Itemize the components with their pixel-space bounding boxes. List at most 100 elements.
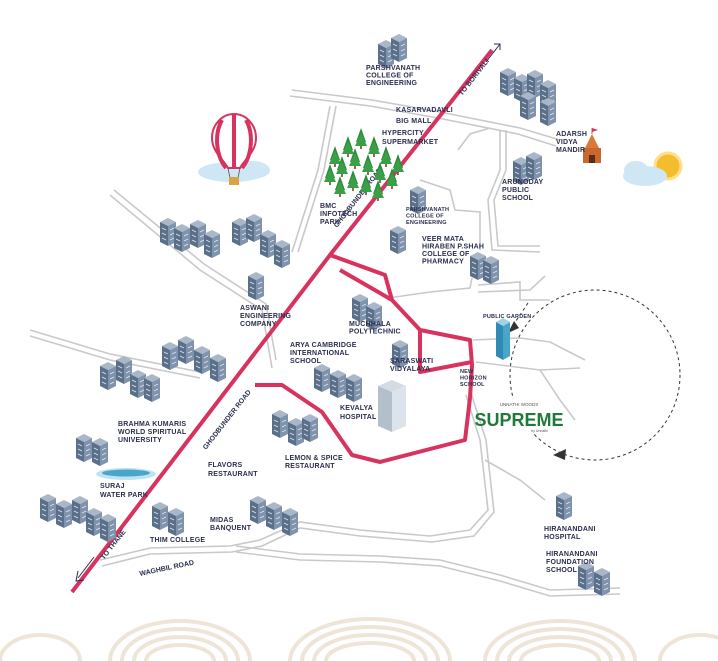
landmark-label-line: VEER MATA [422,236,464,243]
landmark-label-line: SCHOOL [290,358,322,365]
landmark-label-line: VIDYALAYA [390,366,430,373]
landmark-label-line: BANQUENT [210,525,252,532]
landmark-label: THIM COLLEGE [150,537,205,544]
landmark-label-line: SARASWATI [390,358,433,365]
landmark-label: FLAVORS RESTAURANT [208,462,258,478]
landmark-label-line: UNIVERSITY [118,437,162,444]
tower-icon [496,318,510,360]
landmark-label-line: MUCHHALA [349,321,391,328]
landmark-label-line: HOSPITAL [340,414,377,421]
landmark-label-line: HOSPITAL [544,534,581,541]
landmark-label-line: KEVALYA [340,405,373,412]
landmark-label-line: SCHOOL [460,382,485,388]
pool-icon [96,468,156,480]
landmark-label-line: ENGINEERING [240,313,292,320]
landmark-label-line: ADARSH [556,131,587,138]
landmark-label: PUBLIC GARDEN [483,314,531,320]
project-logo: UNNATHI WOODS SUPREME by Unnathi [474,398,564,434]
landmark-label-line: SCHOOL [546,567,578,574]
main-roads [70,48,494,594]
landmark-label-line: HYPERCITY [382,130,424,137]
decorative-waves [0,617,718,661]
landmark-label-line: ENGINEERING [366,80,418,87]
landmark-label-line: HORIZON [460,376,487,382]
landmark-label-line: HIRANANDANI [546,551,598,558]
landmark-label-line: INFOTECH [320,211,357,218]
landmark-label-line: BMC [320,203,337,210]
landmark-label-line: VIDYA [556,139,578,146]
landmark-label-line: SCHOOL [502,195,534,202]
landmark-label-line: NEW [460,369,474,375]
landmark-label-line: COLLEGE OF [422,251,470,258]
landmark-label-line: THIM COLLEGE [150,537,205,544]
landmark-label-line: KASARVADAVLI [396,107,453,114]
landmark-label-line: MIDAS [210,517,234,524]
project-highlight-circle [508,289,681,461]
landmark-label-line: INTERNATIONAL [290,350,350,357]
landmark-label-line: RESTAURANT [285,463,335,470]
temple-icon [583,128,601,163]
landmark-label-line: COLLEGE OF [406,214,444,220]
landmark-label-line: POLYTECHNIC [349,329,401,336]
landmark-label-line: PARK [320,219,340,226]
project-logo-name: SUPREME [474,410,563,430]
landmark-label-line: PHARMACY [422,259,464,266]
road-label-waghbil: WAGHBIL ROAD [139,560,195,578]
landmark-label-line: FOUNDATION [546,559,594,566]
landmark-label-line: ARUNODAY [502,179,544,186]
sun-icon [623,151,683,186]
landmark-label-line: COMPANY [240,321,277,328]
road-label-to-borivali: TO BORIVALI [458,58,491,97]
landmark-label-line: PUBLIC GARDEN [483,314,531,320]
landmark-label-line: SURAJ [100,483,125,490]
landmark-label-line: FLAVORS [208,462,242,469]
road-label-ghodbunder-lower: GHODBUNDER ROAD [202,389,253,451]
landmark-label-line: MANDIR [556,147,585,154]
project-logo-tagline: by Unnathi [531,429,548,433]
landmark-label: HYPERCITY SUPERMARKET [382,130,439,146]
landmark-label-line: RESTAURANT [208,471,258,478]
landmark-label-line: BRAHMA KUMARIS [118,421,186,428]
hospital-building-icon [378,380,406,432]
landmark-label-line: PUBLIC [502,187,529,194]
landmark-label: SURAJ WATER PARK [100,483,148,499]
landmark-label-line: HIRANANDANI [544,526,596,533]
landmark-label-line: PARSHVANATH [366,65,420,72]
landmark-label-line: WATER PARK [100,492,148,499]
connector-road [418,330,473,374]
landmark-label-line: WORLD SPIRITUAL [118,429,187,436]
arrow-icon [75,43,501,582]
landmark-label-line: BIG MALL [396,118,432,125]
landmark-label-line: ENGINEERING [406,220,447,226]
landmark-label-line: LEMON & SPICE [285,455,343,462]
landmark-label: KEVALYA HOSPITAL [340,405,377,421]
landmark-label: KASARVADAVLI BIG MALL [396,107,453,125]
landmark-label-line: HIRABEN P.SHAH [422,244,484,251]
landmark-label-line: ARYA CAMBRIDGE [290,342,357,349]
landmark-label-line: SUPERMARKET [382,139,439,146]
hot-air-balloon-icon [198,113,270,185]
landmark-label-line: COLLEGE OF [366,73,414,80]
landmark-label-line: PARSHVANATH [406,207,449,213]
project-logo-top: UNNATHI WOODS [500,402,538,407]
landmark-label-line: ASWANI [240,305,269,312]
